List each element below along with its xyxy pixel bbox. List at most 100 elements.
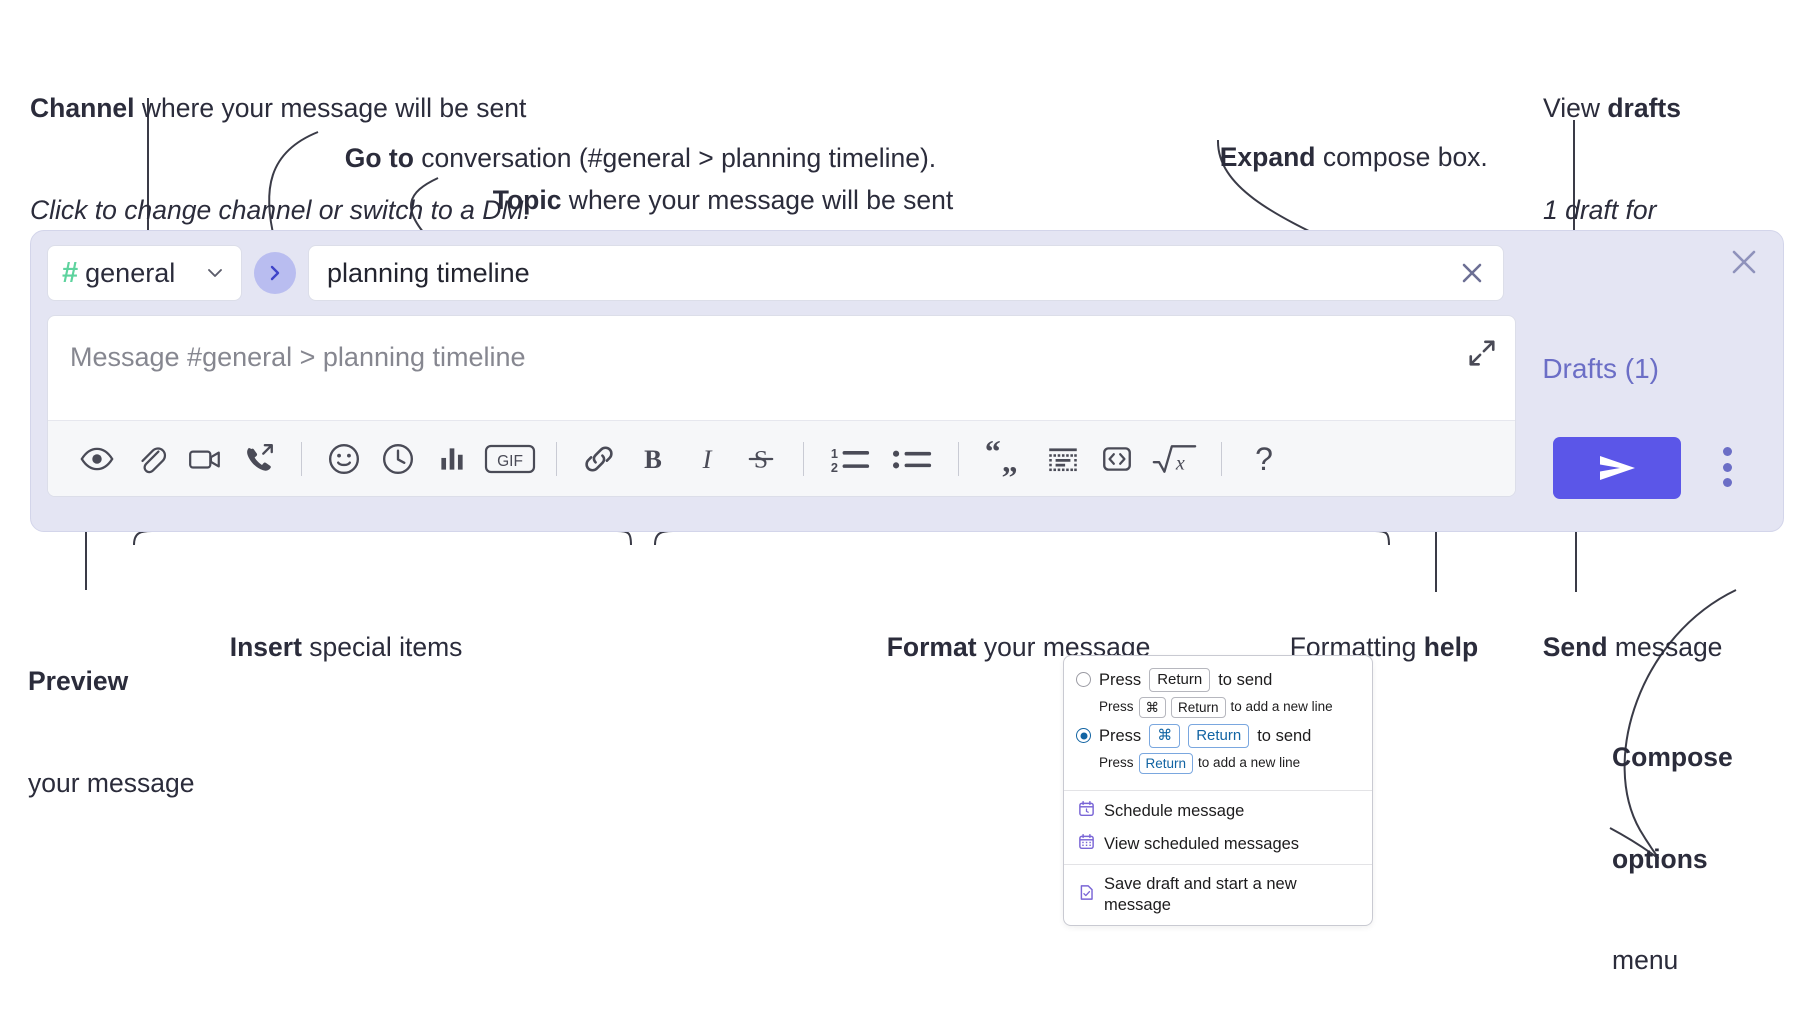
key-command: ⌘ (1138, 696, 1167, 719)
phone-forward-icon[interactable] (232, 432, 286, 486)
close-icon[interactable] (1729, 247, 1759, 277)
annotation-topic: Topic where your message will be sent (478, 150, 954, 218)
annotation-preview: Preview your message (28, 597, 194, 834)
annotation-channel-bold: Channel (30, 92, 135, 123)
radio-option-cmd-return[interactable]: Press ⌘ Return to send (1076, 724, 1360, 748)
chevron-down-icon (205, 263, 225, 283)
gif-icon[interactable]: GIF (479, 432, 541, 486)
send-button[interactable] (1553, 437, 1681, 499)
key-return: Return (1171, 696, 1226, 719)
compose-options-menu: Press Return to send Press ⌘ Return to a… (1063, 655, 1373, 926)
message-input-card[interactable]: Message #general > planning timeline (47, 315, 1516, 497)
menu-divider (1064, 864, 1372, 866)
paper-plane-icon (1600, 456, 1635, 480)
annotation-insert: Insert special items (215, 597, 463, 665)
expand-compose-icon[interactable] (1467, 338, 1497, 368)
svg-text:GIF: GIF (497, 453, 523, 470)
svg-text:„: „ (1002, 443, 1018, 476)
send-shortcut-options: Press Return to send Press ⌘ Return to a… (1064, 666, 1372, 786)
topic-value: planning timeline (327, 257, 530, 288)
link-icon[interactable] (572, 432, 626, 486)
kebab-dot (1722, 447, 1732, 456)
radio-indicator-selected[interactable] (1076, 728, 1091, 744)
clock-icon[interactable] (371, 432, 425, 486)
clear-topic-icon[interactable] (1457, 258, 1487, 288)
annotation-compose-options: Compose options menu (1612, 673, 1733, 1012)
bold-icon[interactable]: B (626, 432, 680, 486)
go-to-conversation-button[interactable] (254, 252, 296, 294)
annotation-channel-italic: Click to change channel or switch to a D… (30, 194, 531, 225)
annotation-topic-bold: Topic (492, 184, 562, 215)
drafts-link[interactable]: Drafts (1) (1542, 353, 1659, 384)
annotation-insert-rest: special items (301, 631, 463, 662)
poll-bars-icon[interactable] (425, 432, 479, 486)
annotation-goto: Go to conversation (#general > planning … (330, 108, 936, 176)
compose-options-button[interactable] (1721, 447, 1733, 487)
svg-text:2: 2 (831, 459, 838, 474)
blockquote-icon[interactable]: “„ (974, 432, 1036, 486)
key-return: Return (1188, 724, 1250, 748)
sub2-pre: Press (1099, 754, 1134, 770)
radio-option1-post: to send (1218, 670, 1273, 689)
menu-item-label: Save draft and start a new message (1104, 875, 1297, 914)
annotation-channel: Channel where your message will be sent … (30, 24, 531, 261)
radio-option1-subtext: Press ⌘ Return to add a new line (1099, 696, 1360, 719)
math-icon[interactable]: x (1144, 432, 1206, 486)
compose-box: # general planning timeline Message #gen… (30, 230, 1784, 532)
italic-icon[interactable]: I (680, 432, 734, 486)
annotation-insert-bold: Insert (229, 631, 302, 662)
annotation-compose-options-bold1: Compose (1612, 741, 1733, 772)
emoji-icon[interactable] (317, 432, 371, 486)
svg-text:I: I (702, 444, 713, 474)
annotation-drafts-bold: drafts (1607, 92, 1681, 123)
annotation-topic-rest: where your message will be sent (561, 184, 954, 215)
annotation-send-bold: Send (1542, 631, 1608, 662)
annotation-help-bold: help (1423, 631, 1479, 662)
document-check-icon (1078, 884, 1095, 907)
kebab-dot (1722, 478, 1732, 487)
svg-text:B: B (644, 444, 662, 474)
help-glyph: ? (1255, 440, 1273, 477)
compose-header-row: # general planning timeline (47, 245, 1504, 301)
strikethrough-icon[interactable]: S (734, 432, 788, 486)
calendar-clock-icon (1078, 800, 1095, 823)
annotation-drafts-italic1: 1 draft for (1543, 194, 1657, 225)
video-camera-icon[interactable] (178, 432, 232, 486)
annotation-format: Format your message (872, 597, 1151, 665)
menu-divider (1064, 790, 1372, 792)
code-inline-icon[interactable] (1090, 432, 1144, 486)
annotation-compose-options-bold2: options (1612, 843, 1708, 874)
key-return: Return (1138, 752, 1194, 775)
code-block-icon[interactable] (1036, 432, 1090, 486)
paperclip-icon[interactable] (124, 432, 178, 486)
channel-selector[interactable]: # general (47, 245, 242, 301)
annotation-send: Send message (1528, 597, 1723, 665)
help-icon[interactable]: ? (1237, 432, 1291, 486)
toolbar-divider (1221, 441, 1222, 476)
annotation-format-rest: your message (976, 631, 1151, 662)
sub1-post: to add a new line (1230, 698, 1333, 714)
radio-option2-pre: Press (1099, 726, 1142, 745)
radio-option-return[interactable]: Press Return to send (1076, 668, 1360, 692)
radio-option1-pre: Press (1099, 670, 1142, 689)
annotation-send-rest: message (1607, 631, 1723, 662)
annotation-expand: Expand compose box. (1205, 107, 1488, 175)
annotation-preview-rest: your message (28, 767, 195, 798)
key-return: Return (1149, 668, 1211, 692)
eye-icon[interactable] (70, 432, 124, 486)
annotation-goto-bold: Go to (344, 142, 414, 173)
menu-item-view-scheduled[interactable]: View scheduled messages (1064, 828, 1372, 861)
menu-item-save-draft[interactable]: Save draft and start a new message (1064, 869, 1372, 924)
topic-input[interactable]: planning timeline (308, 245, 1504, 301)
bulleted-list-icon[interactable] (881, 432, 943, 486)
menu-item-schedule-message[interactable]: Schedule message (1064, 795, 1372, 828)
radio-indicator[interactable] (1076, 672, 1091, 688)
radio-option2-subtext: Press Return to add a new line (1099, 752, 1360, 775)
annotation-channel-rest: where your message will be sent (134, 92, 527, 123)
svg-text:1: 1 (831, 445, 838, 460)
chevron-right-icon (270, 265, 280, 281)
svg-text:“: “ (985, 441, 1001, 469)
menu-item-label: Schedule message (1104, 802, 1245, 821)
